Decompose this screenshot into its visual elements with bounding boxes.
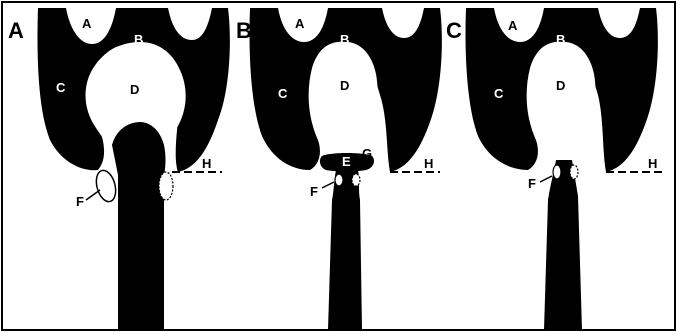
panel-b-label-b: B (340, 32, 349, 47)
panel-b-label-g: G (362, 146, 372, 161)
panel-a-label-a: A (82, 16, 92, 31)
panel-a-label-d: D (130, 82, 139, 97)
panel-b-label-h: H (424, 156, 433, 171)
panel-c-label-d: D (556, 78, 565, 93)
panel-a-label-b: B (134, 32, 143, 47)
panel-b-label-f: F (310, 184, 318, 199)
panel-c-tubercle-left (553, 165, 561, 179)
panel-c-label-b: B (556, 32, 565, 47)
panel-c-tubercle-right (570, 165, 578, 179)
panel-a-label-h: H (202, 156, 211, 171)
panel-a-label: A (8, 18, 24, 43)
panel-b-stem (328, 170, 362, 330)
panel-b-tubercle-left (335, 174, 343, 186)
panel-b-label-e: E (342, 154, 351, 169)
panel-b-label: B (236, 18, 252, 43)
panel-c-label-a: A (508, 18, 518, 33)
panel-a-label-c: C (56, 80, 66, 95)
panel-b-label-a: A (295, 16, 305, 31)
panel-b-label-d: D (340, 78, 349, 93)
panel-a-tubercle-right (159, 172, 173, 200)
panel-b-tubercle-right (352, 174, 360, 186)
panel-b-label-c: C (278, 86, 288, 101)
panel-a-label-f: F (76, 194, 84, 209)
panel-a-stem (112, 122, 166, 330)
panel-c-label-h: H (648, 156, 657, 171)
panel-c-label-f: F (528, 176, 536, 191)
panel-c-label: C (446, 18, 462, 43)
panel-c-label-c: C (494, 86, 504, 101)
